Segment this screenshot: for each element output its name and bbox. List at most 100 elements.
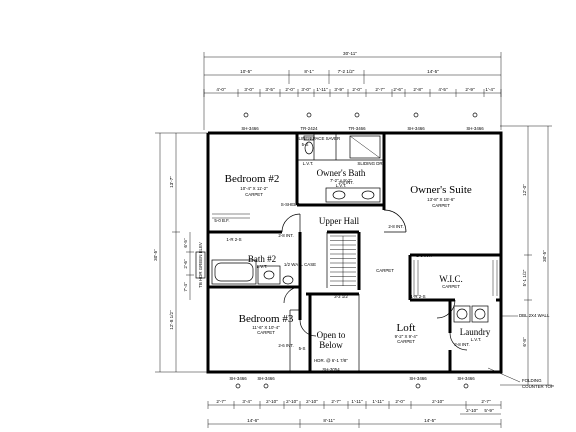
owners-bath-size: 7'-2" x 9'-2" xyxy=(330,178,353,183)
wic-floor: CARPET xyxy=(442,284,460,289)
bedroom3-size: 11'-6" X 10'-4" xyxy=(252,325,280,330)
top-seg-2: 3'-0" xyxy=(244,87,254,92)
overall-top-dimension: 30'-11" xyxy=(343,51,357,56)
bedroom2-size: 10'-4" X 11'-2" xyxy=(240,186,268,191)
window-tag-top-5: SH-3466 xyxy=(466,126,484,131)
top-dim-3: 7'-2 1/2" xyxy=(338,69,355,74)
window-tag-top-4: SH-3466 xyxy=(407,126,425,131)
bottom-dim-2: 8'-11" xyxy=(323,418,335,423)
bottom-seg-6: 2'-7" xyxy=(331,399,341,404)
bottom-seg-8: 1'-11" xyxy=(372,399,384,404)
bedroom2-label: Bedroom #2 xyxy=(225,173,280,185)
suite-door-note: 2-8 INT. xyxy=(388,224,403,229)
folding-note: FOLDING xyxy=(522,378,542,383)
top-dim-4: 14'-5" xyxy=(427,69,439,74)
bath-door-note: 2-8 INT. xyxy=(338,180,353,185)
linen-note: LINEN xyxy=(299,136,312,141)
top-dim-2: 8'-1" xyxy=(304,69,314,74)
counter-top-note: COUNTER TOP xyxy=(522,384,554,389)
room-labels: Bedroom #2 10'-4" X 11'-2" CARPET Owner'… xyxy=(225,168,491,350)
bottom-seg-9: 2'-0" xyxy=(395,399,405,404)
bottom-seg-3: 2'-10" xyxy=(266,399,278,404)
left-dimensions: 30'-5" 13'-7" 12'-8 1/2" 6'-5" 2'-6" 7'-… xyxy=(153,132,208,373)
bottom-seg-11: 2'-7" xyxy=(481,399,491,404)
bottom-dim-1: 14'-6" xyxy=(247,418,259,423)
window-tag-bottom-2: SH-3466 xyxy=(257,376,275,381)
top-seg-9: 2'-7" xyxy=(375,87,385,92)
bottom-seg-7: 1'-11" xyxy=(351,399,363,404)
interior-walls xyxy=(208,133,501,372)
upper-hall-label: Upper Hall xyxy=(319,216,360,226)
bedroom2-floor: CARPET xyxy=(245,192,263,197)
sink-icon xyxy=(263,270,275,280)
wic-label: W.I.C. xyxy=(439,274,462,284)
bottom-seg-10: 2'-10" xyxy=(432,399,444,404)
top-seg-7: 3'-9" xyxy=(334,87,344,92)
top-seg-10: 2'-6" xyxy=(393,87,403,92)
loft-size: 9'-2" X 9'-4" xyxy=(395,334,418,339)
plan-notes: LINEN 5-S SPACE SAVER L.V.T. SLIDING DR … xyxy=(214,136,553,389)
window-tag-bottom-4: SH-3466 xyxy=(409,376,427,381)
space-saver-note: SPACE SAVER xyxy=(310,136,340,141)
bottom-dimensions: 2'-7" 3'-4" 2'-10" 2'-10" 2'-10" 2'-7" 1… xyxy=(207,399,502,428)
laundry-floor: L.V.T. xyxy=(471,337,482,342)
window-tag-bottom-1: SH-3466 xyxy=(229,376,247,381)
header-note: HDR. @ 6'-1 7/8" xyxy=(314,358,348,363)
bottom-seg-5: 2'-10" xyxy=(306,399,318,404)
hall-carpet-note: CARPET xyxy=(376,268,394,273)
owners-bath-lvt-note: L.V.T. xyxy=(303,161,314,166)
bottom-windows: SH-3466 SH-3466 SH-3054 SH-3466 SH-3466 xyxy=(229,367,475,389)
top-windows: SH-3466 TR-2424 TR-3466 SH-3466 SH-3466 xyxy=(241,112,484,131)
left-upper-dimension: 13'-7" xyxy=(169,176,174,188)
owners-bath-floor: L.V.T. xyxy=(336,183,347,188)
top-seg-13: 2'-9" xyxy=(465,87,475,92)
right-upper-dimension: 12'-0" xyxy=(522,184,527,196)
laundry-door-note: 2-8 INT. xyxy=(454,342,469,347)
right-dimensions: 30'-5" 12'-0" 5'-1 1/2" 6'-8" xyxy=(500,125,552,386)
hall-door-note: 2-8 INT. xyxy=(278,233,293,238)
wall-case-note: 1/2 WALL CASE xyxy=(284,262,316,267)
top-dim-1: 10'-5" xyxy=(240,69,252,74)
sink-icon xyxy=(361,190,375,200)
toilet-icon xyxy=(304,141,314,155)
linen-shelf-note: 5-S xyxy=(302,142,309,147)
owners-suite-floor: CARPET xyxy=(432,203,450,208)
toilet-icon xyxy=(282,275,294,285)
owners-bath-label: Owner's Bath xyxy=(317,168,366,178)
wic-door-note: 2-6 INT. xyxy=(416,253,431,258)
top-seg-6: 1'-11" xyxy=(316,87,328,92)
bottom-seg-4: 2'-10" xyxy=(286,399,298,404)
top-seg-8: 2'-0" xyxy=(352,87,362,92)
top-seg-12: 4'-5" xyxy=(438,87,448,92)
right-mid-dimension: 5'-1 1/2" xyxy=(522,269,527,286)
window-tag-top-2: TR-2424 xyxy=(300,126,318,131)
right-overall-dimension: 30'-5" xyxy=(542,250,547,262)
bottom-seg-2: 3'-4" xyxy=(242,399,252,404)
owners-suite-label: Owner's Suite xyxy=(410,184,472,196)
bedroom3-closet-door-note: 2-6 INT. xyxy=(278,343,293,348)
owners-suite-size: 13'-8" X 15'-6" xyxy=(427,197,455,202)
left-inner-dim-2: 2'-6" xyxy=(183,259,188,269)
stairs xyxy=(330,235,356,286)
bedroom3-label: Bedroom #3 xyxy=(239,313,294,325)
sink-icon xyxy=(332,190,346,200)
exterior-walls xyxy=(206,131,503,374)
open-to-below-line2: Below xyxy=(319,340,343,350)
right-lower-dimension: 6'-8" xyxy=(522,337,527,347)
window-tag-top-3: TR-3466 xyxy=(348,126,366,131)
open-to-below-line1: Open to xyxy=(317,330,346,340)
bath2-floor: L.V.T. xyxy=(257,264,268,269)
left-lower-dimension: 12'-8 1/2" xyxy=(169,310,174,330)
top-seg-11: 2'-8" xyxy=(413,87,423,92)
top-seg-1: 4'-0" xyxy=(216,87,226,92)
dbl-wall-note: DBL 2X4 WALL xyxy=(519,313,550,318)
bottom-right-dim-2: 5'-9" xyxy=(484,408,494,413)
window-tag-bottom-3: SH-3054 xyxy=(322,367,340,372)
top-seg-5: 3'-0" xyxy=(301,87,311,92)
laundry-label: Laundry xyxy=(460,327,491,337)
left-overall-dimension: 30'-5" xyxy=(153,249,158,261)
bedroom3-shelf-note: 5-S xyxy=(299,346,306,351)
rail-dimension-note: 3-3 1/2 xyxy=(334,294,348,299)
bottom-seg-1: 2'-7" xyxy=(216,399,226,404)
